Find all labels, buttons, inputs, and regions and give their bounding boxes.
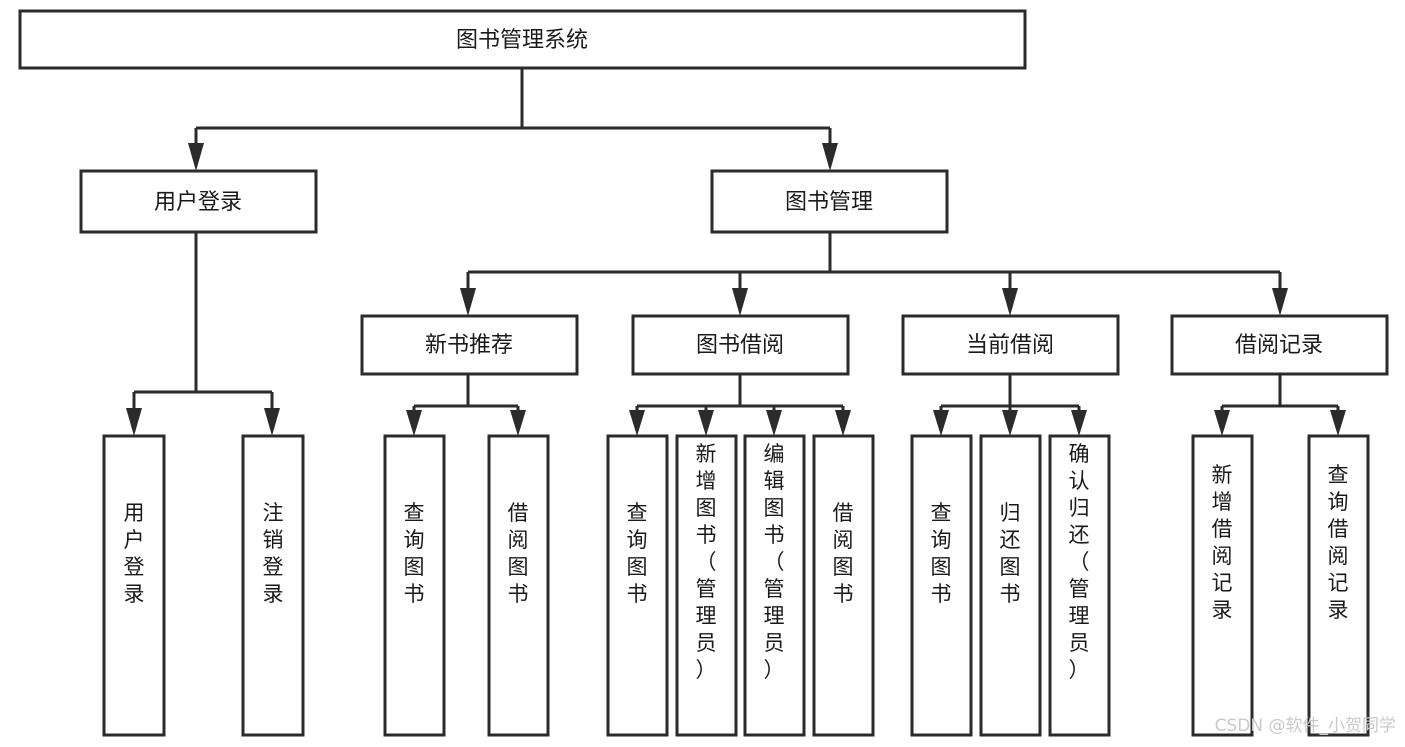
node-new-book-recommend-box[interactable] xyxy=(360,314,579,376)
arrow-head-current-borrow xyxy=(1002,288,1018,316)
arrow-head-book-borrow xyxy=(732,288,748,316)
leaf-box[interactable] xyxy=(812,434,875,737)
csdn-watermark: CSDN @软件_小贺同学 xyxy=(1215,716,1396,736)
leaf-box[interactable] xyxy=(487,434,550,737)
arrow-head-leaf-user-login-0 xyxy=(126,408,142,436)
leaf-label: 新增借阅记录 xyxy=(1212,463,1233,622)
node-book-borrow-label: 图书借阅 xyxy=(696,333,784,358)
node-book-management-label: 图书管理 xyxy=(785,190,873,215)
arrow-head-leaf-current-borrow-2 xyxy=(1071,410,1087,436)
leaf-node-user-login-login[interactable]: 用户登录 xyxy=(102,434,166,737)
leaf-label: 借阅图书 xyxy=(833,501,854,606)
connector-group-root xyxy=(188,68,838,171)
leaf-node-current-borrow-confirm[interactable]: 确认归还（管理员） xyxy=(1048,434,1111,737)
leaf-label: 借阅图书 xyxy=(508,501,529,606)
leaf-label: 确认归还（管理员） xyxy=(1069,442,1090,682)
leaf-label: 用户登录 xyxy=(124,501,145,606)
node-book-management[interactable]: 图书管理 xyxy=(710,169,949,234)
node-current-borrow-label: 当前借阅 xyxy=(966,333,1054,358)
arrow-head-user-login xyxy=(188,143,204,171)
leaf-box[interactable] xyxy=(1191,434,1254,737)
node-book-borrow-box[interactable] xyxy=(631,314,850,376)
arrow-head-leaf-borrow-record-1 xyxy=(1330,410,1346,436)
leaf-node-current-borrow-query[interactable]: 查询图书 xyxy=(910,434,973,737)
node-root-box[interactable] xyxy=(18,9,1027,70)
arrow-head-leaf-book-borrow-3 xyxy=(835,410,851,436)
node-root-book-management-system[interactable]: 图书管理系统 xyxy=(18,9,1027,70)
leaf-label: 查询图书 xyxy=(404,501,425,606)
node-new-book-recommend[interactable]: 新书推荐 xyxy=(360,314,579,376)
leaf-node-new-book-borrow[interactable]: 借阅图书 xyxy=(487,434,550,737)
arrow-head-leaf-borrow-record-0 xyxy=(1214,410,1230,436)
node-root-label: 图书管理系统 xyxy=(456,28,588,53)
connector-group-current-borrow xyxy=(933,374,1087,436)
node-book-management-box[interactable] xyxy=(710,169,949,234)
node-book-borrow[interactable]: 图书借阅 xyxy=(631,314,850,376)
arrow-head-new-book xyxy=(460,288,476,316)
node-current-borrow-box[interactable] xyxy=(901,314,1120,376)
connector-group-new-book xyxy=(406,374,526,436)
leaf-label: 编辑图书（管理员） xyxy=(764,442,785,682)
leaf-box[interactable] xyxy=(675,434,738,737)
arrow-head-borrow-record xyxy=(1272,288,1288,316)
leaf-box[interactable] xyxy=(910,434,973,737)
arrow-head-leaf-book-borrow-2 xyxy=(766,410,782,436)
leaf-box[interactable] xyxy=(606,434,669,737)
connector-group-book-mgmt xyxy=(460,232,1288,316)
leaf-node-current-borrow-return[interactable]: 归还图书 xyxy=(979,434,1042,737)
arrow-head-leaf-current-borrow-0 xyxy=(933,410,949,436)
leaf-label: 新增图书（管理员） xyxy=(696,442,717,682)
leaf-box[interactable] xyxy=(1307,434,1370,737)
arrow-head-leaf-book-borrow-0 xyxy=(629,410,645,436)
leaf-box[interactable] xyxy=(383,434,446,737)
arrow-head-leaf-new-book-0 xyxy=(406,410,422,436)
node-borrow-record-box[interactable] xyxy=(1170,314,1389,376)
connector-group-book-borrow xyxy=(629,374,851,436)
leaf-box[interactable] xyxy=(102,434,166,737)
node-current-borrow[interactable]: 当前借阅 xyxy=(901,314,1120,376)
node-borrow-record[interactable]: 借阅记录 xyxy=(1170,314,1389,376)
arrow-head-leaf-new-book-1 xyxy=(510,410,526,436)
arrow-head-book-mgmt xyxy=(822,143,838,171)
connector-group-user-login xyxy=(126,232,280,436)
leaf-node-borrow-record-query[interactable]: 查询借阅记录 xyxy=(1307,434,1370,737)
leaf-box[interactable] xyxy=(1048,434,1111,737)
arrow-head-leaf-current-borrow-1 xyxy=(1002,410,1018,436)
leaf-node-user-login-logout[interactable]: 注销登录 xyxy=(241,434,305,737)
leaf-label: 查询图书 xyxy=(627,501,648,606)
arrow-head-leaf-book-borrow-1 xyxy=(698,410,714,436)
leaf-node-borrow-record-add[interactable]: 新增借阅记录 xyxy=(1191,434,1254,737)
leaf-label: 归还图书 xyxy=(1000,501,1021,606)
node-new-book-recommend-label: 新书推荐 xyxy=(425,333,513,358)
node-user-login[interactable]: 用户登录 xyxy=(79,169,318,234)
leaf-box[interactable] xyxy=(241,434,305,737)
leaf-node-new-book-query[interactable]: 查询图书 xyxy=(383,434,446,737)
leaf-label: 查询借阅记录 xyxy=(1328,463,1349,622)
leaf-label: 查询图书 xyxy=(931,501,952,606)
connector-group-borrow-record xyxy=(1214,374,1346,436)
node-user-login-box[interactable] xyxy=(79,169,318,234)
leaf-box[interactable] xyxy=(743,434,806,737)
node-borrow-record-label: 借阅记录 xyxy=(1235,333,1323,358)
node-user-login-label: 用户登录 xyxy=(154,190,242,215)
leaf-node-book-borrow-borrow[interactable]: 借阅图书 xyxy=(812,434,875,737)
leaf-box[interactable] xyxy=(979,434,1042,737)
leaf-label: 注销登录 xyxy=(263,501,284,606)
arrow-head-leaf-user-login-1 xyxy=(264,408,280,436)
leaf-node-book-borrow-edit[interactable]: 编辑图书（管理员） xyxy=(743,434,806,737)
leaf-node-book-borrow-add[interactable]: 新增图书（管理员） xyxy=(675,434,738,737)
leaf-node-book-borrow-query[interactable]: 查询图书 xyxy=(606,434,669,737)
